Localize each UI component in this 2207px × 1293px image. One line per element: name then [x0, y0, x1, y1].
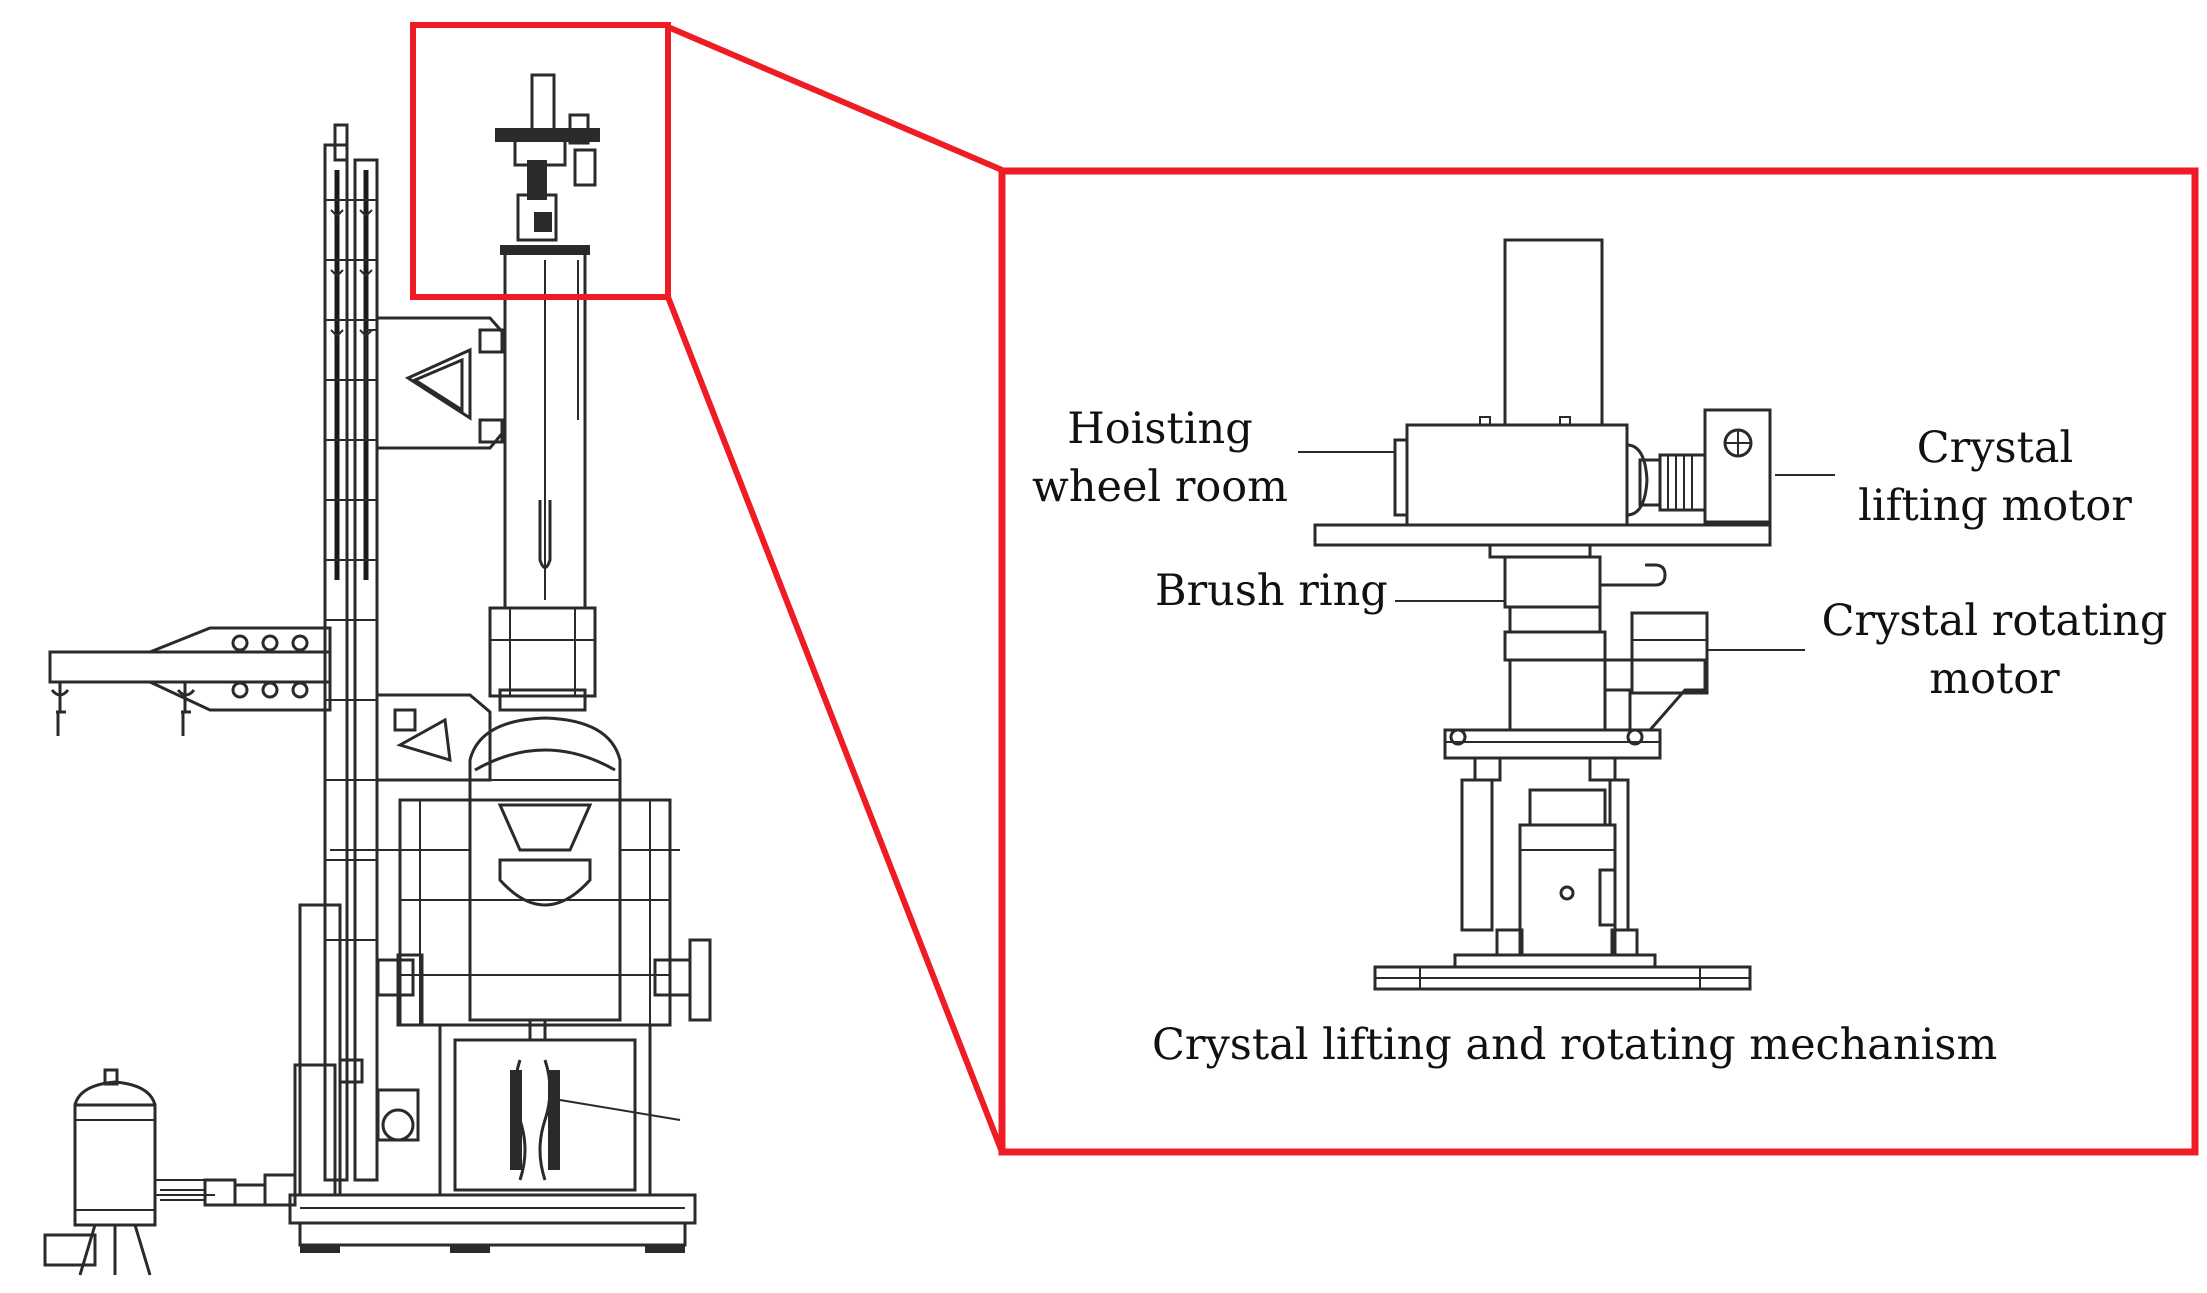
guide-column: [323, 123, 379, 1182]
motor-housing: [1503, 238, 1604, 427]
zoom-connector-top: [666, 24, 1004, 173]
lifting-motor-bracket: [1703, 408, 1772, 524]
furnace-overview-drawing: [43, 73, 712, 1276]
label-hoisting-line-1: Hoisting: [1067, 404, 1253, 454]
brush-ring-stack: [1488, 543, 1667, 732]
rotating-motor-box: [1603, 611, 1709, 732]
mechanism-detail-drawing: [1298, 238, 1835, 991]
label-hoisting-wheel-room: Hoisting wheel room: [1030, 400, 1290, 516]
lower-support: [1443, 728, 1662, 962]
mechanism-base: [1373, 953, 1752, 991]
mounting-plate: [1313, 523, 1772, 547]
label-lifting-line-1: Crystal: [1916, 423, 2074, 473]
label-hoisting-line-2: wheel room: [1032, 462, 1288, 512]
furnace-body: [330, 716, 712, 1027]
highlight-box-small: [410, 22, 671, 300]
main-shaft: [500, 245, 590, 610]
base-rails: [160, 1173, 697, 1253]
tank-cylinder: [43, 1068, 215, 1276]
leader-lines: [1298, 451, 1835, 651]
top-drive-detail: [495, 73, 600, 242]
label-crystal-rotating-motor: Crystal rotating motor: [1812, 592, 2177, 708]
highlight-box-large: [998, 167, 2199, 1156]
hoisting-wheel-room-box: [1393, 416, 1707, 527]
label-rotating-line-1: Crystal rotating: [1821, 596, 2168, 646]
label-lifting-line-2: lifting motor: [1858, 481, 2132, 531]
label-rotating-line-2: motor: [1929, 654, 2060, 704]
upper-bracket: [365, 316, 507, 450]
upper-chamber: [488, 606, 597, 712]
lower-frame: [293, 903, 681, 1197]
label-crystal-lifting-motor: Crystal lifting motor: [1830, 419, 2160, 535]
zoom-connector-bottom: [665, 295, 1005, 1154]
caption-mechanism: Crystal lifting and rotating mechanism: [1152, 1020, 1998, 1070]
side-arm: [48, 626, 332, 736]
label-brush-ring: Brush ring: [1155, 566, 1388, 616]
lower-bracket: [375, 693, 492, 782]
